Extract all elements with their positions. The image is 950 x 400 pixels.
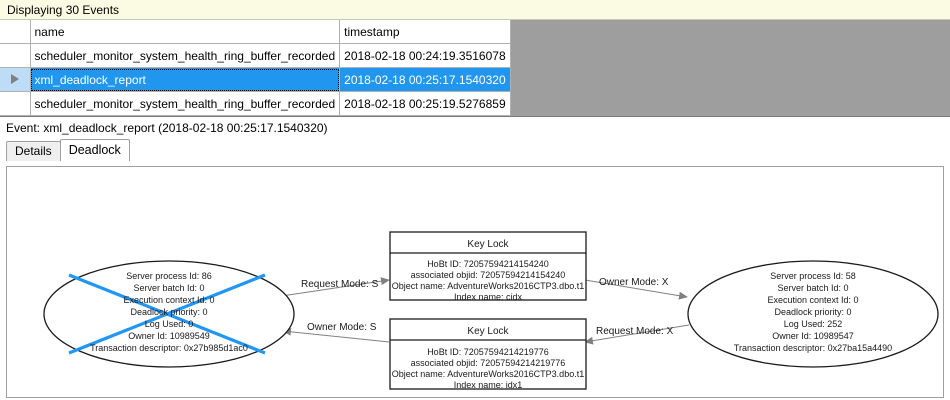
cell-timestamp[interactable]: 2018-02-18 00:25:19.5276859 xyxy=(339,91,511,116)
row-selector-cell[interactable] xyxy=(0,67,31,92)
keylock-top-line-3: Index name: cidx xyxy=(454,292,523,302)
row-selector-arrow-icon xyxy=(10,73,19,84)
resource-node-keylock-bottom[interactable]: Key Lock HoBt ID: 72057594214219776 asso… xyxy=(389,318,587,390)
status-bar: Displaying 30 Events xyxy=(0,0,950,20)
keylock-top-line-0: HoBt ID: 72057594214154240 xyxy=(427,259,549,269)
victim-cross-icon xyxy=(68,273,266,355)
process-right-line-3: Deadlock priority: 0 xyxy=(774,307,851,317)
process-left-line-2: Execution context Id: 0 xyxy=(123,295,214,305)
process-left-line-4: Log Used: 0 xyxy=(145,319,194,329)
table-row[interactable]: scheduler_monitor_system_health_ring_buf… xyxy=(0,91,511,116)
keylock-top-title: Key Lock xyxy=(467,239,509,250)
cell-name[interactable]: xml_deadlock_report xyxy=(30,67,341,92)
row-selector-cell[interactable] xyxy=(0,43,31,68)
table-row[interactable]: scheduler_monitor_system_health_ring_buf… xyxy=(0,43,511,68)
keylock-bottom-line-0: HoBt ID: 72057594214219776 xyxy=(427,347,549,357)
row-selector-cell[interactable] xyxy=(0,91,31,116)
edge-right-owner: Owner Mode: X xyxy=(584,277,688,300)
keylock-top-line-1: associated objid: 72057594214154240 xyxy=(411,270,566,280)
tab-deadlock[interactable]: Deadlock xyxy=(59,139,130,161)
keylock-top-line-2: Object name: AdventureWorks2016CTP3.dbo.… xyxy=(392,281,584,291)
process-left-line-1: Server batch Id: 0 xyxy=(133,283,204,293)
deadlock-graph-svg: Request Mode: S Owner Mode: S Owner Mode… xyxy=(43,231,939,390)
process-left-line-5: Owner Id: 10989549 xyxy=(128,331,210,341)
edge-left-owner-label: Owner Mode: S xyxy=(307,322,377,333)
cell-timestamp[interactable]: 2018-02-18 00:24:19.3516078 xyxy=(339,43,511,68)
keylock-bottom-shape xyxy=(389,318,587,390)
status-text: Displaying 30 Events xyxy=(7,2,120,17)
keylock-bottom-line-1: associated objid: 72057594214219776 xyxy=(411,358,566,368)
process-right-line-1: Server batch Id: 0 xyxy=(777,283,848,293)
edge-left-owner: Owner Mode: S xyxy=(282,322,390,343)
cell-name[interactable]: scheduler_monitor_system_health_ring_buf… xyxy=(30,91,341,116)
edge-right-owner-label: Owner Mode: X xyxy=(599,277,669,288)
process-right-line-2: Execution context Id: 0 xyxy=(767,295,858,305)
grid-header-timestamp[interactable]: timestamp xyxy=(339,20,511,44)
events-grid: name timestamp scheduler_monitor_system_… xyxy=(0,20,511,116)
events-grid-container[interactable]: name timestamp scheduler_monitor_system_… xyxy=(0,20,950,117)
grid-header-name[interactable]: name xyxy=(30,20,341,44)
keylock-bottom-line-2: Object name: AdventureWorks2016CTP3.dbo.… xyxy=(392,369,584,379)
event-detail-header: Event: xml_deadlock_report (2018-02-18 0… xyxy=(0,117,950,139)
keylock-bottom-title: Key Lock xyxy=(467,326,509,337)
process-node-right-shape xyxy=(687,260,939,368)
keylock-top-shape xyxy=(389,231,587,301)
grid-header-rowselector xyxy=(0,20,31,44)
event-detail-header-text: Event: xml_deadlock_report (2018-02-18 0… xyxy=(6,121,328,135)
resource-node-keylock-top[interactable]: Key Lock HoBt ID: 72057594214154240 asso… xyxy=(389,231,587,302)
process-left-line-6: Transaction descriptor: 0x27b985d1ac0 xyxy=(90,343,248,353)
process-node-left[interactable]: Server process Id: 86 Server batch Id: 0… xyxy=(43,260,295,368)
process-right-line-6: Transaction descriptor: 0x27ba15a4490 xyxy=(734,343,892,353)
edge-left-request: Request Mode: S xyxy=(274,277,390,298)
process-right-line-5: Owner Id: 10989547 xyxy=(772,331,854,341)
deadlock-graph-panel[interactable]: Request Mode: S Owner Mode: S Owner Mode… xyxy=(6,166,944,398)
keylock-bottom-line-3: Index name: idx1 xyxy=(454,380,523,390)
process-node-right[interactable]: Server process Id: 58 Server batch Id: 0… xyxy=(687,260,939,368)
grid-header-row: name timestamp xyxy=(0,20,511,44)
cell-timestamp[interactable]: 2018-02-18 00:25:17.1540320 xyxy=(339,67,511,92)
edge-right-request: Request Mode: X xyxy=(584,324,690,345)
process-left-line-3: Deadlock priority: 0 xyxy=(130,307,207,317)
edge-right-request-label: Request Mode: X xyxy=(596,326,674,337)
process-right-line-0: Server process Id: 58 xyxy=(770,271,856,281)
tab-details[interactable]: Details xyxy=(6,141,61,161)
cell-name[interactable]: scheduler_monitor_system_health_ring_buf… xyxy=(30,43,341,68)
edge-left-request-label: Request Mode: S xyxy=(301,279,379,290)
process-right-line-4: Log Used: 252 xyxy=(784,319,843,329)
process-left-line-0: Server process Id: 86 xyxy=(126,271,212,281)
